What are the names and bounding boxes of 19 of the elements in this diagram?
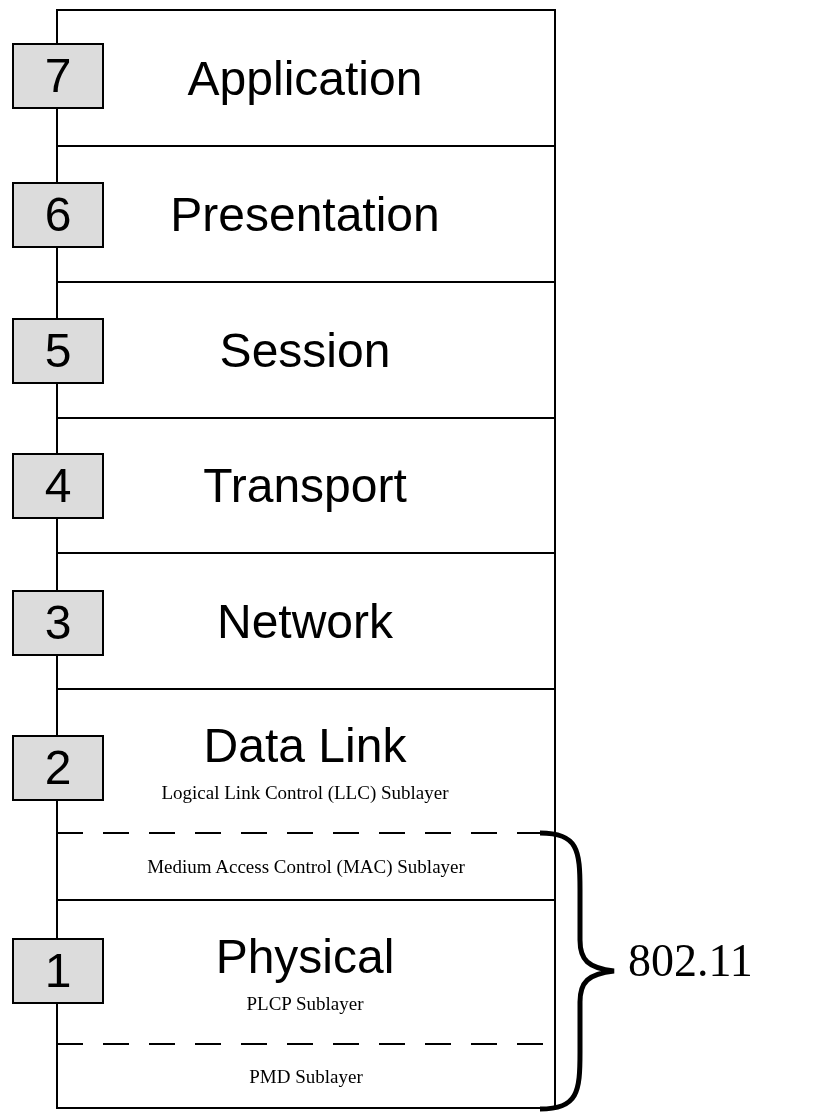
layer-name: Network	[216, 593, 393, 650]
layer-number: 5	[12, 318, 104, 384]
sublayer-name: PMD Sublayer	[249, 1064, 363, 1089]
layer-number: 4	[12, 453, 104, 519]
layer-number: 1	[12, 938, 104, 1004]
layer-name: Presentation	[170, 186, 440, 243]
layer-number: 6	[12, 182, 104, 248]
layer-number: 3	[12, 590, 104, 656]
layer-number: 2	[12, 735, 104, 801]
layer-name: Physical	[215, 929, 395, 985]
sublayer-name: Medium Access Control (MAC) Sublayer	[147, 855, 465, 879]
layer-name: Session	[219, 322, 391, 379]
sublayer-name: PLCP Sublayer	[246, 992, 364, 1016]
standard-label: 802.11	[628, 938, 753, 984]
layer-name: Transport	[203, 458, 407, 514]
sublayer-name: Logical Link Control (LLC) Sublayer	[161, 781, 449, 805]
layer-name: Application	[187, 50, 423, 107]
layer-name: Data Link	[203, 718, 407, 774]
layer-number: 7	[12, 43, 104, 109]
